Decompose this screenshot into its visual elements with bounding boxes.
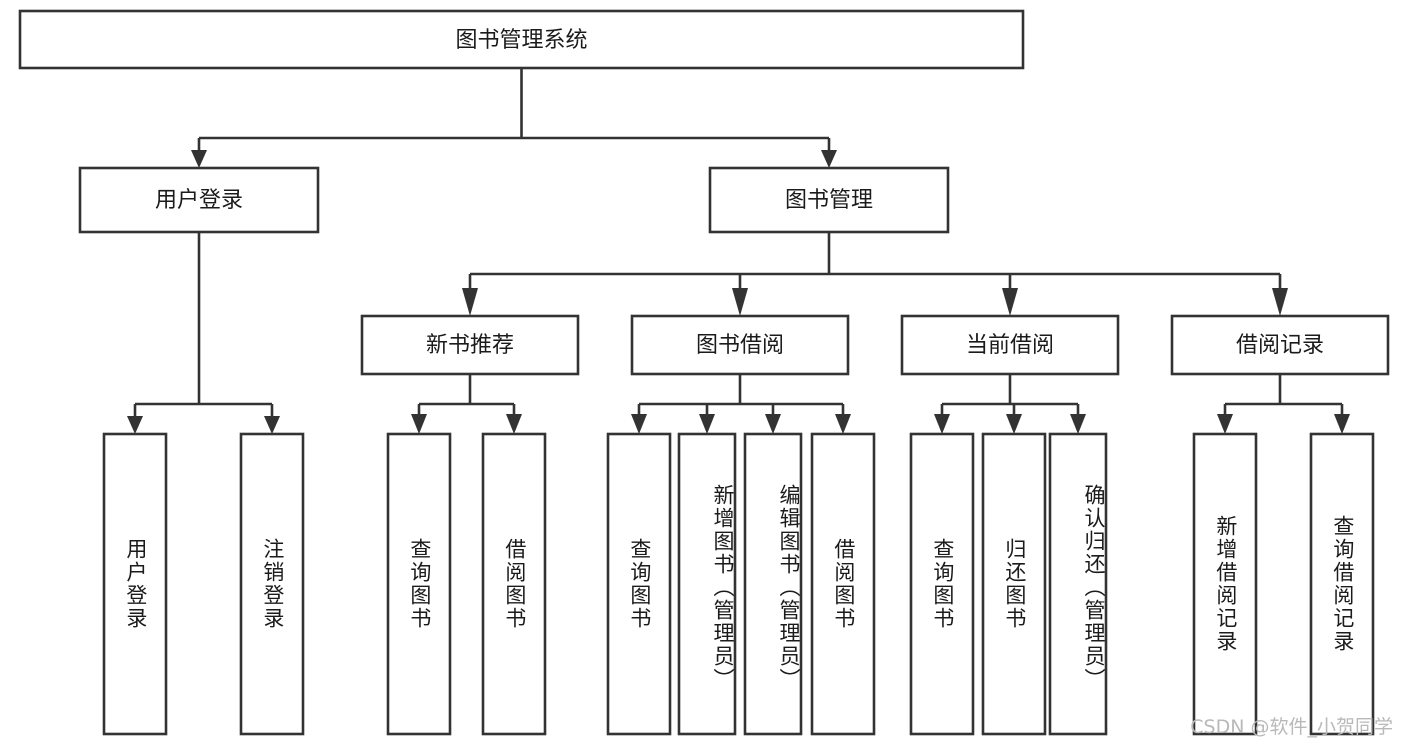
node-book-borrow-box[interactable] <box>630 314 850 376</box>
node-root-box[interactable] <box>18 9 1025 70</box>
node-user-login-box[interactable] <box>78 166 320 234</box>
node-user-login[interactable]: 用户登录 <box>78 166 320 234</box>
arrowhead-leaf-borrow-book-1 <box>506 414 522 434</box>
arrowhead-user-login <box>191 150 207 168</box>
arrowhead-new-book-recommend <box>462 288 478 316</box>
arrowhead-leaf-borrow-book-2 <box>835 414 851 434</box>
node-book-management-box[interactable] <box>708 166 950 234</box>
node-current-borrow-box[interactable] <box>900 314 1120 376</box>
node-root-label: 图书管理系统 <box>455 28 587 53</box>
leaf-query-book-1-box[interactable] <box>386 432 452 736</box>
arrowhead-current-borrow <box>1002 288 1018 316</box>
node-new-book-recommend-box[interactable] <box>360 314 580 376</box>
arrowhead-leaf-user-login <box>127 416 143 434</box>
arrowhead-leaf-user-logout <box>264 416 280 434</box>
node-new-book-recommend-label: 新书推荐 <box>426 333 514 358</box>
arrowhead-leaf-query-record <box>1334 414 1350 434</box>
leaf-edit-book-box[interactable] <box>743 432 803 736</box>
leaf-add-record-box[interactable] <box>1192 432 1258 736</box>
node-root[interactable]: 图书管理系统 <box>18 9 1025 70</box>
arrowhead-leaf-return-book <box>1006 414 1022 434</box>
node-borrow-record-box[interactable] <box>1170 314 1390 376</box>
arrowhead-leaf-query-book-1 <box>411 414 427 434</box>
leaf-query-record-box[interactable] <box>1309 432 1375 736</box>
leaf-query-book-2-box[interactable] <box>606 432 672 736</box>
connector-layer <box>127 68 1350 434</box>
node-current-borrow-label: 当前借阅 <box>966 333 1054 358</box>
node-current-borrow[interactable]: 当前借阅 <box>900 314 1120 376</box>
node-new-book-recommend[interactable]: 新书推荐 <box>360 314 580 376</box>
arrowhead-book-management <box>821 150 837 168</box>
arrowhead-book-borrow <box>732 288 748 316</box>
arrowhead-leaf-query-book-2 <box>631 414 647 434</box>
node-book-management-label: 图书管理 <box>785 188 873 213</box>
node-borrow-record-label: 借阅记录 <box>1236 333 1324 358</box>
arrowhead-leaf-add-record <box>1217 414 1233 434</box>
arrowhead-leaf-query-book-3 <box>934 414 950 434</box>
arrowhead-leaf-add-book <box>699 414 715 434</box>
leaf-add-book-box[interactable] <box>677 432 737 736</box>
csdn-watermark: CSDN @软件_小贺同学 <box>1190 716 1393 738</box>
arrowhead-leaf-confirm-return <box>1070 414 1086 434</box>
leaf-query-book-3-box[interactable] <box>909 432 975 736</box>
arrowhead-borrow-record <box>1272 288 1288 316</box>
node-book-borrow[interactable]: 图书借阅 <box>630 314 850 376</box>
leaf-user-logout-box[interactable] <box>239 432 305 736</box>
leaf-user-login-box[interactable] <box>102 432 168 736</box>
arrowhead-leaf-edit-book <box>765 414 781 434</box>
node-book-borrow-label: 图书借阅 <box>696 333 784 358</box>
node-borrow-record[interactable]: 借阅记录 <box>1170 314 1390 376</box>
leaf-borrow-book-1-box[interactable] <box>481 432 547 736</box>
node-book-management[interactable]: 图书管理 <box>708 166 950 234</box>
leaf-layer <box>102 432 1375 736</box>
leaf-return-book-box[interactable] <box>981 432 1047 736</box>
node-user-login-label: 用户登录 <box>155 188 243 213</box>
leaf-borrow-book-2-box[interactable] <box>810 432 876 736</box>
leaf-confirm-return-box[interactable] <box>1048 432 1108 736</box>
